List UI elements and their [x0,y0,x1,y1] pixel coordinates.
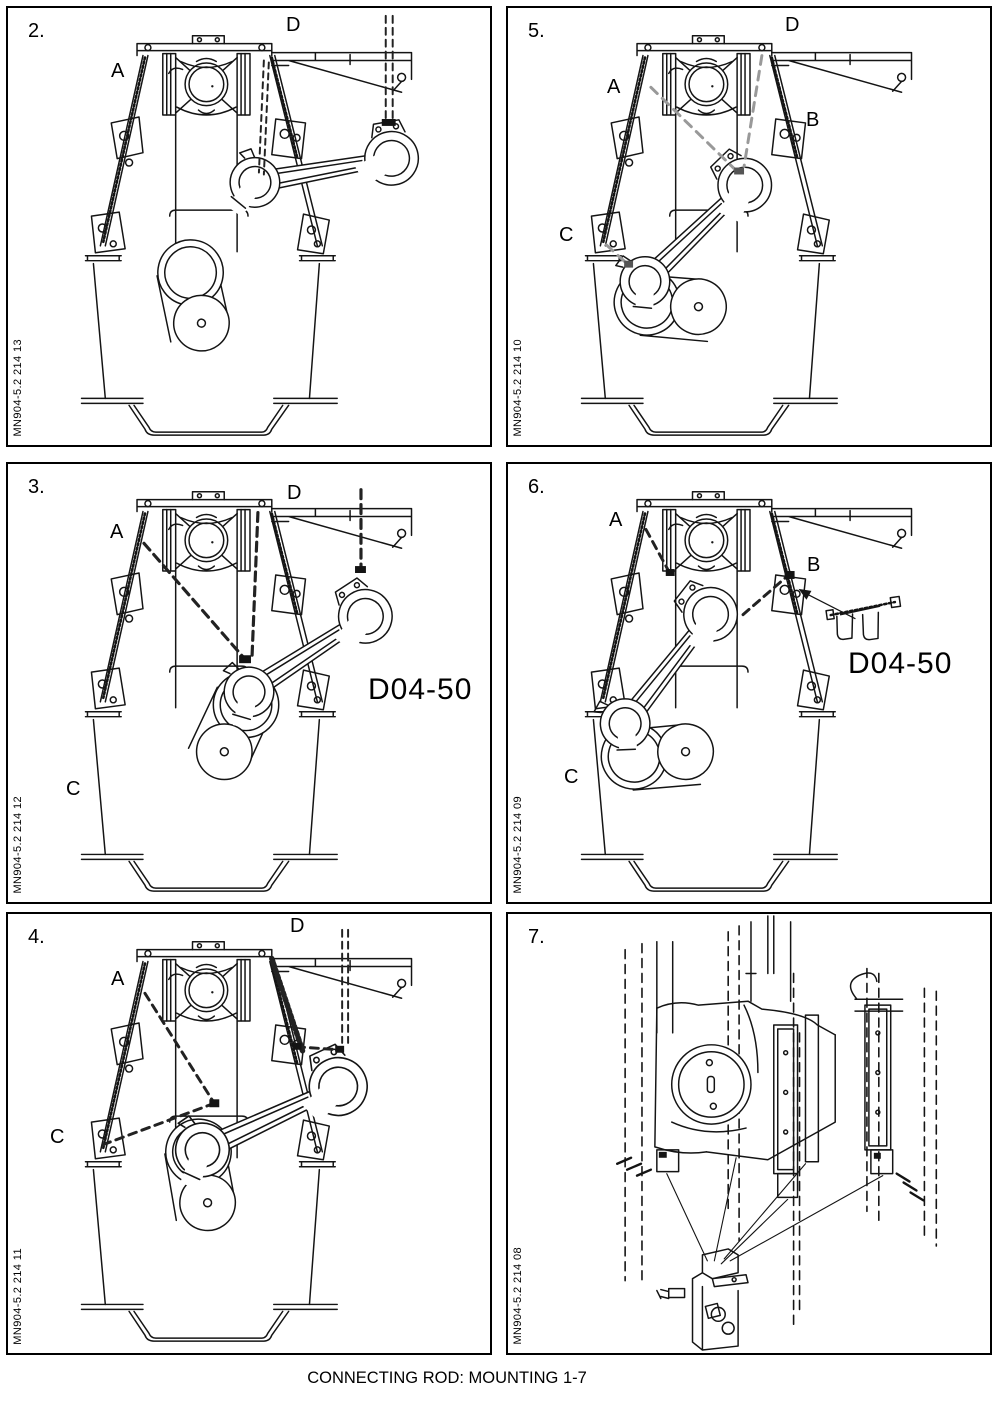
figure-panel-4: 4. A C D MN904-5.2 214 11 [6,912,492,1355]
point-label-a: A [609,509,623,531]
figure-panel-3: 3. A C D D04-50 MN904-5.2 214 12 [6,462,492,904]
panel-number: 3. [28,476,45,498]
point-label-c: C [559,224,574,246]
engine-diagram-step-2 [80,14,425,437]
crankshaft-tool-diagram [616,915,938,1351]
panel-number: 4. [28,926,45,948]
tool-part-number: D04-50 [368,673,473,706]
point-label-a: A [111,968,125,990]
figure-reference-code: MN904-5.2 214 12 [12,796,24,894]
figure-reference-code: MN904-5.2 214 13 [12,339,24,437]
panel-number: 2. [28,20,45,42]
point-label-b: B [806,109,820,131]
pointer-arrow [798,588,856,620]
figure-panel-2: 2. A D MN904-5.2 214 13 [6,6,492,447]
leader-lines [666,1157,884,1265]
engine-diagram-step-3 [80,488,413,893]
guide-dashed-lines [624,925,938,1332]
panel-number: 6. [528,476,545,498]
motion-dashed-lines [644,527,795,617]
motion-dashed-lines [142,488,366,664]
mounting-brackets [616,1149,925,1202]
tool-part-number: D04-50 [848,647,953,680]
motion-dashed-lines [100,928,350,1147]
point-label-c: C [66,778,81,800]
point-label-d: D [287,482,302,504]
point-label-d: D [286,14,301,36]
figure-panel-5: 5. A B C D MN904-5.2 214 10 [506,6,992,447]
figure-panel-6: 6. A B C D04-50 MN904-5.2 214 09 [506,462,992,904]
figure-reference-code: MN904-5.2 214 10 [512,339,524,437]
point-label-b: B [807,554,821,576]
point-label-a: A [607,76,621,98]
engine-diagram-step-5 [580,34,913,437]
figure-reference-code: MN904-5.2 214 09 [512,796,524,894]
point-label-c: C [50,1126,65,1148]
figure-reference-code: MN904-5.2 214 11 [12,1248,24,1345]
figure-panel-7: 7. MN904-5.2 214 08 [506,912,992,1355]
cylinder-pipes [656,915,792,1034]
clamp-tool-illustration [825,595,902,641]
figure-reference-code: MN904-5.2 214 08 [512,1247,524,1345]
crankcase-body [654,1000,836,1161]
point-label-a: A [110,521,124,543]
point-label-d: D [785,14,800,36]
flywheel [670,1044,752,1125]
point-label-a: A [111,60,125,82]
engine-diagram-step-4 [80,928,413,1343]
figure-caption: CONNECTING ROD: MOUNTING 1-7 [307,1369,587,1387]
panel-number: 7. [528,926,545,948]
point-label-d: D [290,915,305,937]
engine-diagram-step-6 [576,490,913,893]
panel-number: 5. [528,20,545,42]
fitting-tool-illustration [656,1248,749,1351]
motion-dashed-lines [257,14,396,176]
motion-dashed-lines [604,54,764,268]
point-label-c: C [564,766,579,788]
